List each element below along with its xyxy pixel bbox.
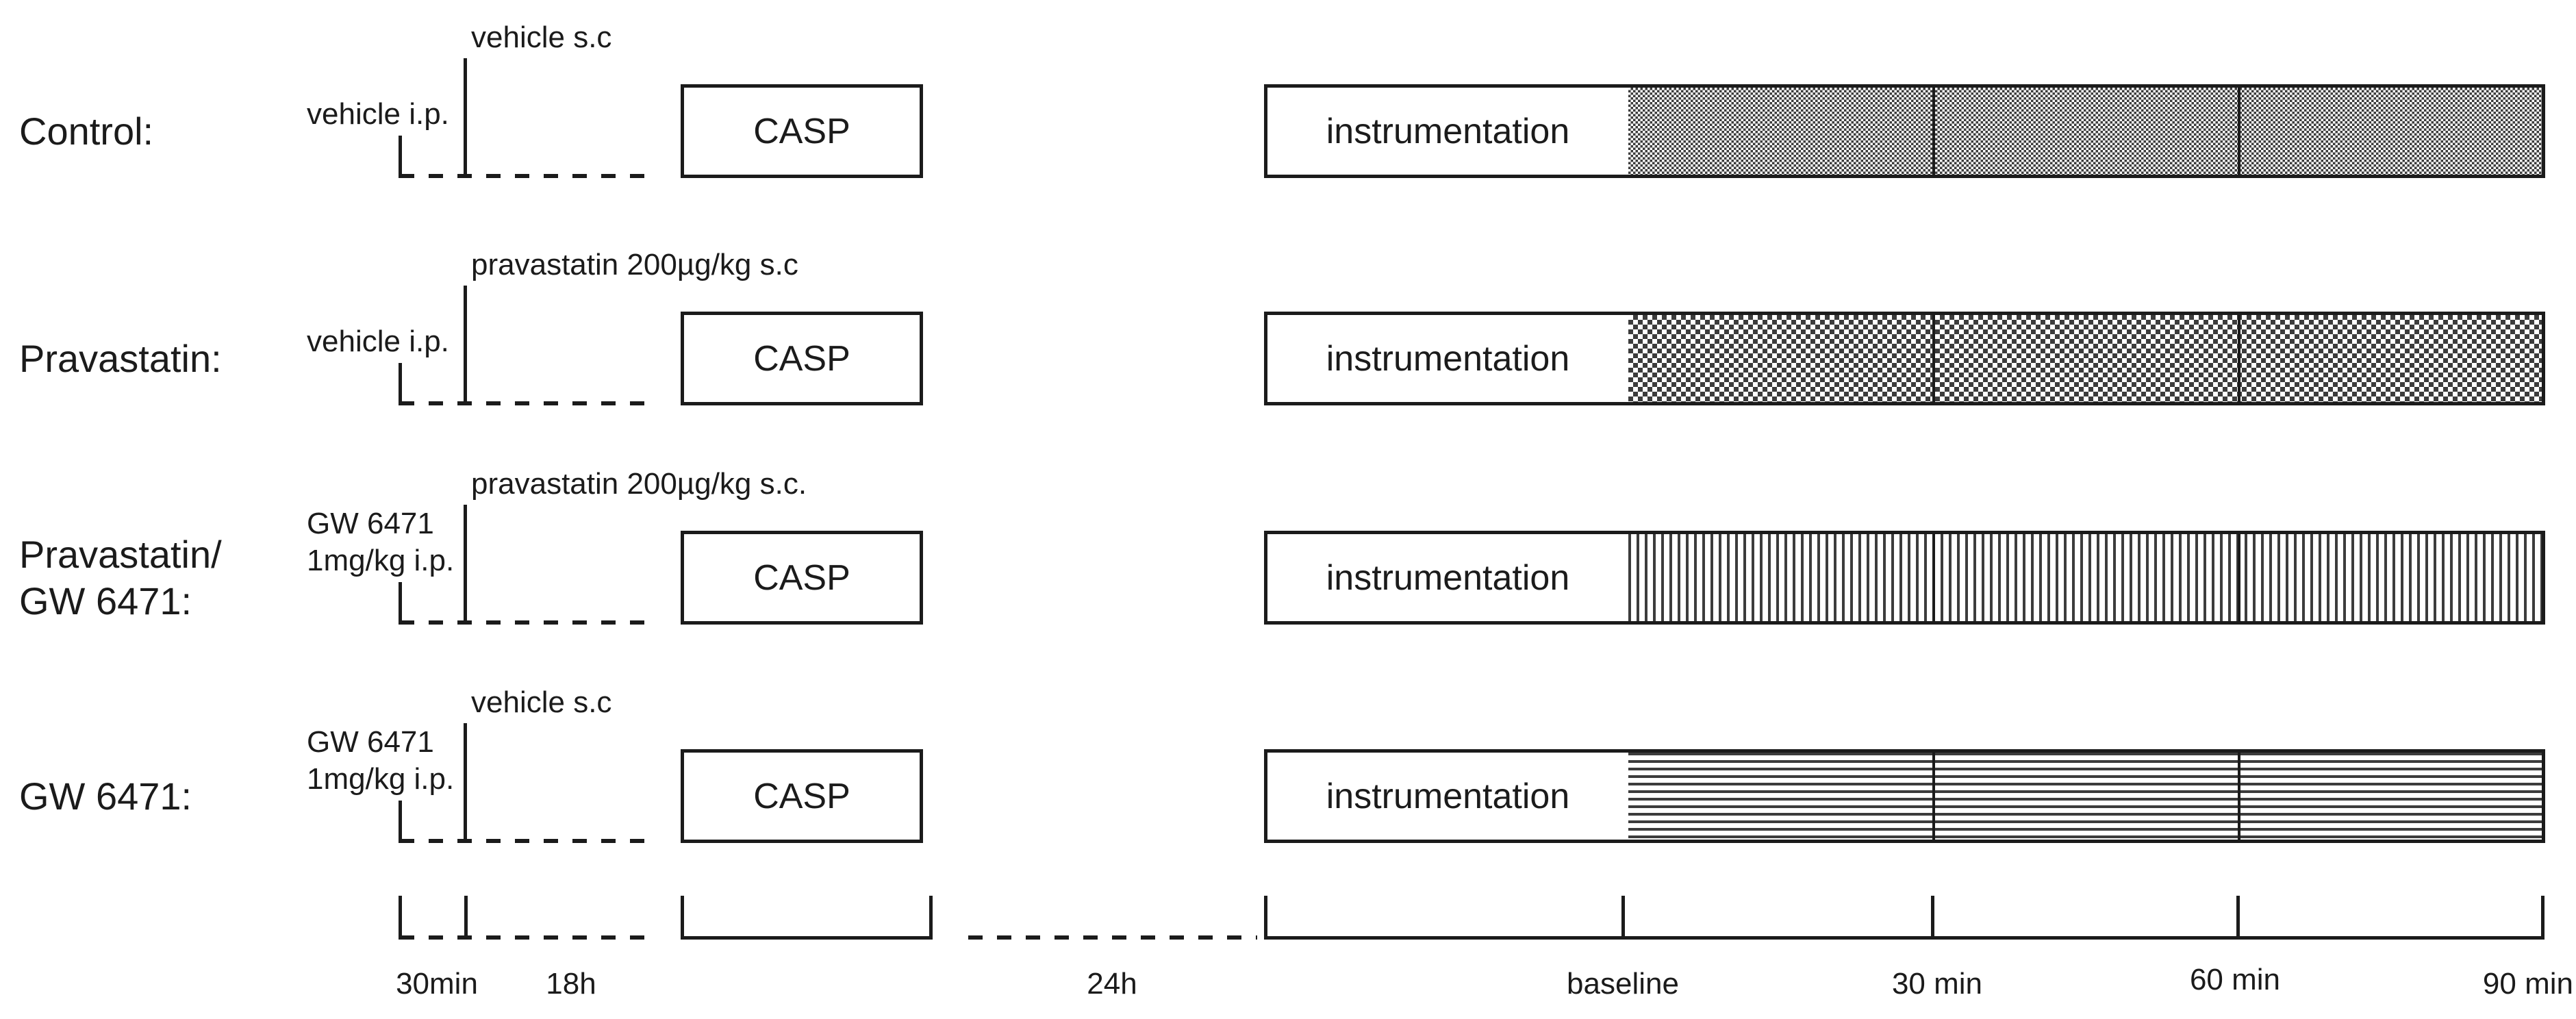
instrumentation-bar: instrumentation — [1264, 312, 2545, 405]
measurement-period-pattern — [1628, 534, 2542, 621]
axis-tick-60min — [2236, 896, 2240, 940]
sc-injection-line — [464, 505, 467, 625]
instrumentation-label: instrumentation — [1267, 534, 1628, 621]
measurement-period-pattern — [1628, 753, 2542, 840]
axis-label-90min: 90 min — [2482, 967, 2573, 1001]
axis-label-18h: 18h — [546, 967, 596, 1001]
measurement-period-pattern — [1628, 88, 2542, 175]
axis-measurement-line — [1264, 936, 2545, 940]
axis-casp-bracket-left — [681, 896, 684, 940]
casp-box: CASP — [681, 312, 923, 405]
axis-label-30min-pre: 30min — [396, 967, 478, 1001]
group-row-pravastatin-gw6471: Pravastatin/ GW 6471: GW 6471 1mg/kg i.p… — [0, 460, 2576, 638]
axis-tick-30min — [1931, 896, 1934, 940]
axis-tick-90min — [2541, 896, 2545, 940]
instrumentation-bar: instrumentation — [1264, 531, 2545, 625]
sc-injection-label: vehicle s.c — [471, 21, 612, 54]
bar-divider-60min — [2238, 753, 2240, 840]
sc-injection-label: pravastatin 200µg/kg s.c — [471, 248, 798, 281]
bar-divider-60min — [2238, 315, 2240, 402]
instrumentation-bar: instrumentation — [1264, 84, 2545, 178]
axis-label-baseline: baseline — [1567, 967, 1679, 1001]
casp-box: CASP — [681, 84, 923, 178]
bar-divider-60min — [2238, 534, 2240, 621]
axis-tick-baseline — [1621, 896, 1625, 940]
axis-casp-bracket-right — [929, 896, 933, 940]
group-row-gw6471: GW 6471: GW 6471 1mg/kg i.p. vehicle s.c… — [0, 679, 2576, 857]
casp-box: CASP — [681, 531, 923, 625]
casp-box: CASP — [681, 749, 923, 843]
elapsed-time-dashes — [400, 839, 654, 843]
sc-injection-line — [464, 286, 467, 405]
sc-injection-label: pravastatin 200µg/kg s.c. — [471, 467, 807, 501]
group-row-pravastatin: Pravastatin: vehicle i.p. pravastatin 20… — [0, 241, 2576, 419]
instrumentation-label: instrumentation — [1267, 753, 1628, 840]
instrumentation-label: instrumentation — [1267, 88, 1628, 175]
sc-injection-label: vehicle s.c — [471, 685, 612, 719]
bar-divider-30min — [1932, 315, 1935, 402]
bar-divider-30min — [1932, 753, 1935, 840]
bar-divider-60min — [2238, 88, 2240, 175]
group-label: GW 6471: — [19, 774, 192, 818]
elapsed-time-dashes — [400, 401, 654, 405]
axis-tick-18h-pre — [464, 896, 468, 940]
time-axis: 30min 18h 24h baseline 30 min 60 min 90 … — [0, 890, 2576, 1019]
ip-injection-tick — [399, 582, 402, 625]
ip-injection-label: GW 6471 1mg/kg i.p. — [307, 507, 455, 577]
ip-injection-label: vehicle i.p. — [307, 325, 449, 358]
axis-tick-start — [1264, 896, 1267, 940]
axis-tick-30min-pre — [399, 896, 402, 940]
group-label: Control: — [19, 109, 154, 153]
sc-injection-line — [464, 723, 467, 843]
axis-casp-bracket-line — [681, 936, 933, 940]
instrumentation-bar: instrumentation — [1264, 749, 2545, 843]
axis-label-60min: 60 min — [2189, 963, 2281, 996]
group-label: Pravastatin: — [19, 336, 222, 380]
ip-injection-tick — [399, 363, 402, 405]
axis-dashes-pretreatment — [400, 935, 654, 940]
axis-label-30min: 30 min — [1891, 967, 1983, 1001]
elapsed-time-dashes — [400, 174, 654, 178]
bar-divider-30min — [1932, 534, 1935, 621]
axis-label-24h: 24h — [1087, 967, 1137, 1001]
elapsed-time-dashes — [400, 620, 654, 625]
ip-injection-label: GW 6471 1mg/kg i.p. — [307, 725, 455, 796]
instrumentation-label: instrumentation — [1267, 315, 1628, 402]
ip-injection-label: vehicle i.p. — [307, 97, 449, 131]
measurement-period-pattern — [1628, 315, 2542, 402]
axis-dashes-24h — [968, 935, 1257, 940]
group-row-control: Control: vehicle i.p. vehicle s.c CASP i… — [0, 14, 2576, 192]
ip-injection-tick — [399, 801, 402, 843]
group-label: Pravastatin/ GW 6471: — [19, 532, 222, 622]
ip-injection-tick — [399, 136, 402, 178]
bar-divider-30min — [1932, 88, 1935, 175]
sc-injection-line — [464, 58, 467, 178]
